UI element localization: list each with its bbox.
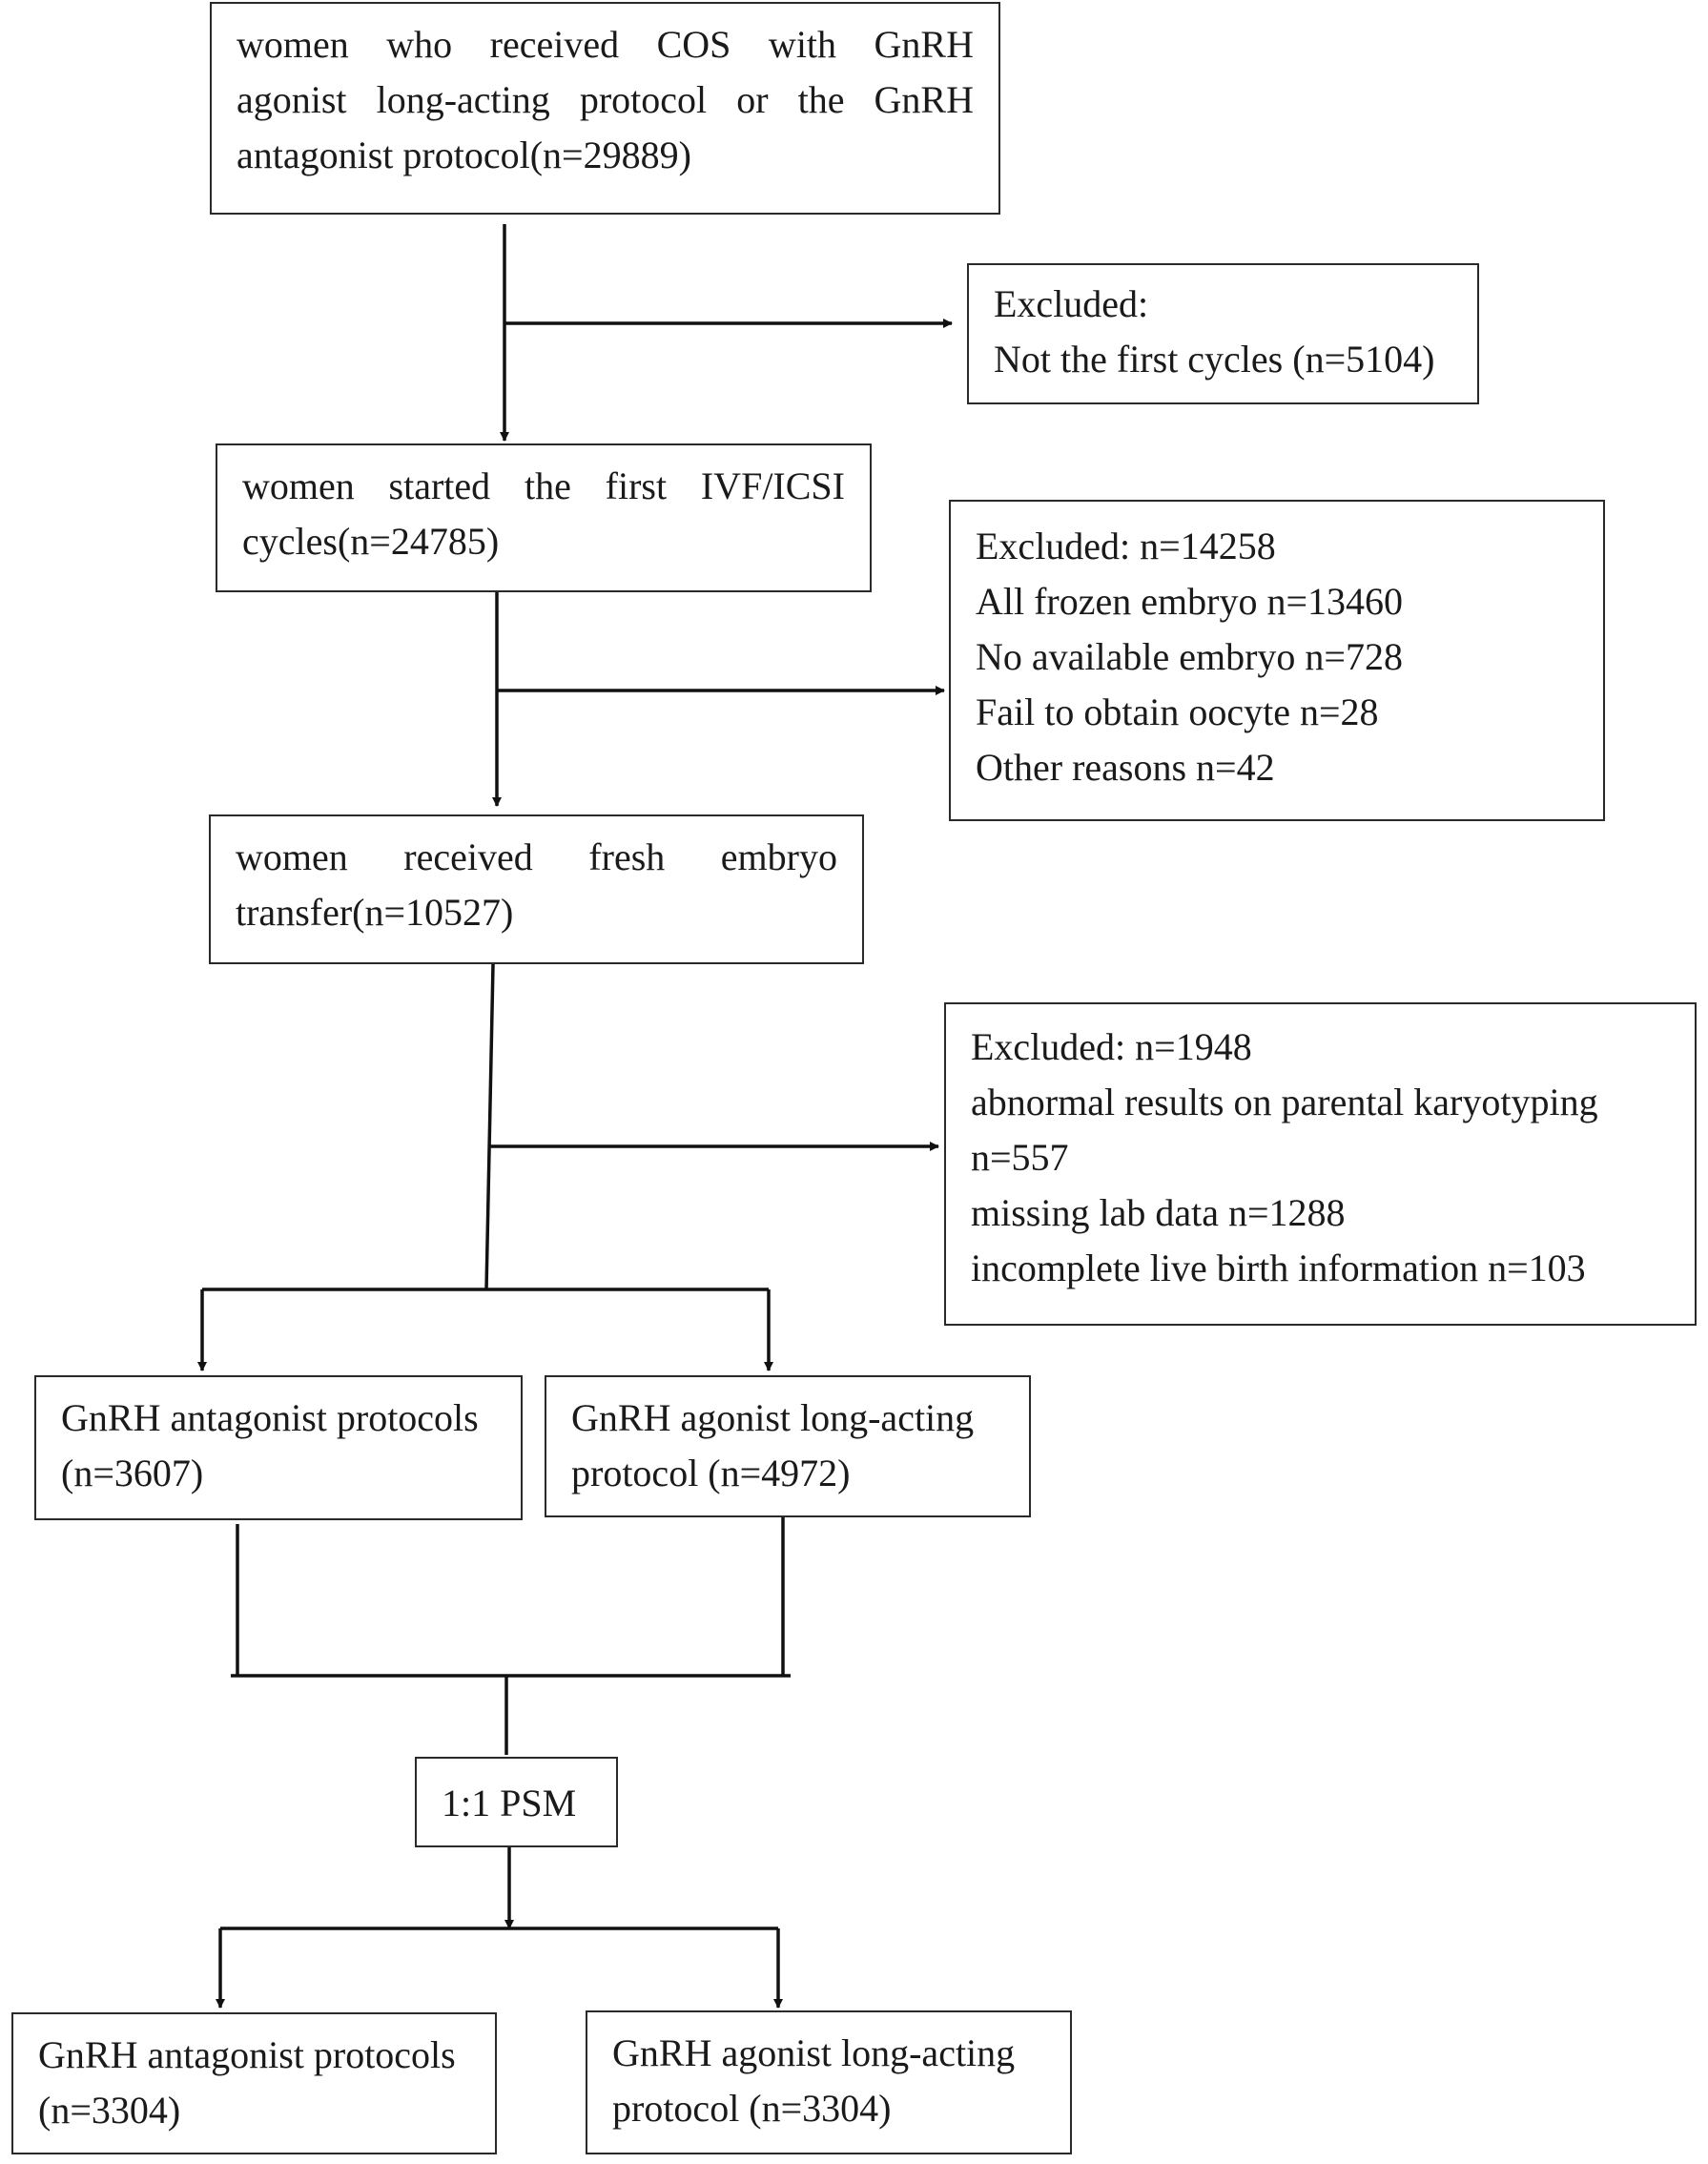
antagonist-matched-line-2: (n=3304) [38, 2089, 181, 2132]
exclusion-2-line-2: All frozen embryo n=13460 [976, 580, 1404, 623]
start-box: women who received COS with GnRH agonist… [210, 2, 1000, 215]
exclusion-3-line-2: abnormal results on parental karyotyping [971, 1081, 1598, 1123]
psm-box: 1:1 PSM [415, 1757, 618, 1847]
exclusion-3-line-3: n=557 [971, 1136, 1069, 1179]
agonist-line-2: protocol (n=4972) [571, 1452, 851, 1494]
agonist-matched-line-2: protocol (n=3304) [612, 2087, 892, 2130]
start-box-line-2: agonist long-acting protocol or the GnRH [237, 78, 974, 121]
psm-label: 1:1 PSM [442, 1782, 577, 1824]
connector-fresh-trunk [484, 963, 495, 1290]
agonist-line-1: GnRH agonist long-acting [571, 1396, 975, 1439]
antagonist-matched-line-1: GnRH antagonist protocols [38, 2033, 456, 2076]
exclusion-1-line-2: Not the first cycles (n=5104) [994, 338, 1435, 381]
antagonist-matched-box: GnRH antagonist protocols (n=3304) [11, 2012, 497, 2154]
exclusion-box-1: Excluded: Not the first cycles (n=5104) [967, 263, 1479, 404]
exclusion-2-line-5: Other reasons n=42 [976, 746, 1275, 789]
fresh-transfer-line-2: transfer(n=10527) [236, 891, 514, 934]
exclusion-box-3: Excluded: n=1948 abnormal results on par… [944, 1002, 1697, 1326]
antagonist-group-box: GnRH antagonist protocols (n=3607) [34, 1375, 523, 1520]
agonist-matched-line-1: GnRH agonist long-acting [612, 2031, 1016, 2074]
antagonist-line-1: GnRH antagonist protocols [61, 1396, 479, 1439]
antagonist-line-2: (n=3607) [61, 1452, 204, 1494]
exclusion-3-line-4: missing lab data n=1288 [971, 1191, 1346, 1234]
fresh-transfer-line-1: women received fresh embryo [236, 835, 837, 878]
first-cycle-line-1: women started the first IVF/ICSI [242, 464, 845, 507]
exclusion-3-line-1: Excluded: n=1948 [971, 1025, 1252, 1068]
exclusion-2-line-4: Fail to obtain oocyte n=28 [976, 690, 1379, 733]
exclusion-3-line-5: incomplete live birth information n=103 [971, 1247, 1586, 1289]
start-box-line-1: women who received COS with GnRH [237, 23, 974, 66]
first-cycle-line-2: cycles(n=24785) [242, 520, 500, 563]
exclusion-2-line-3: No available embryo n=728 [976, 635, 1403, 678]
first-cycle-box: women started the first IVF/ICSI cycles(… [216, 443, 872, 592]
agonist-matched-box: GnRH agonist long-acting protocol (n=330… [586, 2010, 1072, 2154]
agonist-group-box: GnRH agonist long-acting protocol (n=497… [545, 1375, 1031, 1517]
exclusion-1-line-1: Excluded: [994, 282, 1149, 325]
exclusion-2-line-1: Excluded: n=14258 [976, 525, 1276, 567]
fresh-transfer-box: women received fresh embryo transfer(n=1… [209, 814, 864, 964]
exclusion-box-2: Excluded: n=14258 All frozen embryo n=13… [949, 500, 1605, 821]
start-box-line-3: antagonist protocol(n=29889) [237, 134, 691, 176]
